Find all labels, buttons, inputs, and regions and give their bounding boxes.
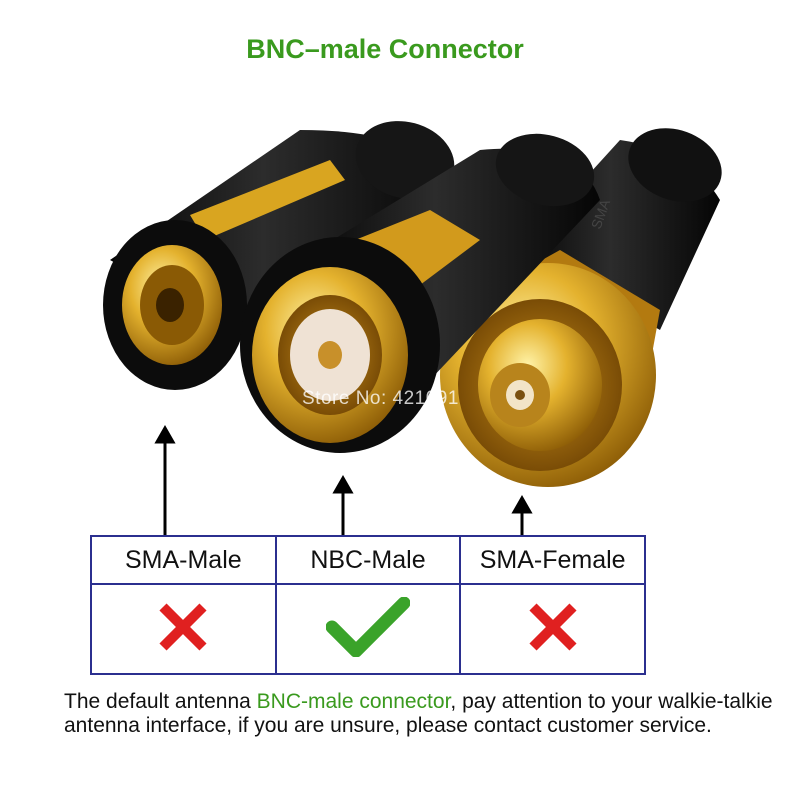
- cell-nbc-male-mark: [274, 583, 462, 675]
- compatibility-table: SMA-Male NBC-Male SMA-Female: [90, 535, 646, 675]
- store-watermark: Store No: 421091: [302, 388, 459, 409]
- notice-text: The default antenna BNC-male connector, …: [64, 690, 784, 738]
- page-title: BNC–male Connector: [246, 34, 524, 64]
- antenna-photo: SMA: [103, 121, 722, 487]
- header-sma-female: SMA-Female: [459, 535, 646, 585]
- check-icon: [325, 596, 411, 657]
- table-header-row: SMA-Male NBC-Male SMA-Female: [90, 535, 646, 585]
- cross-icon: [529, 602, 577, 651]
- table-mark-row: [90, 583, 646, 675]
- sma-male-antenna: [103, 121, 455, 390]
- bnc-male-antenna: [240, 133, 600, 453]
- notice-suffix: , pay attention to your walkie-talkie an…: [64, 690, 773, 737]
- cell-sma-male-mark: [90, 583, 277, 675]
- cross-icon: [159, 602, 207, 651]
- header-sma-male: SMA-Male: [90, 535, 277, 585]
- notice-prefix: The default antenna: [64, 690, 257, 713]
- notice-highlight: BNC-male connector: [256, 690, 451, 713]
- header-nbc-male: NBC-Male: [274, 535, 462, 585]
- cell-sma-female-mark: [459, 583, 646, 675]
- sma-female-antenna: [440, 128, 722, 487]
